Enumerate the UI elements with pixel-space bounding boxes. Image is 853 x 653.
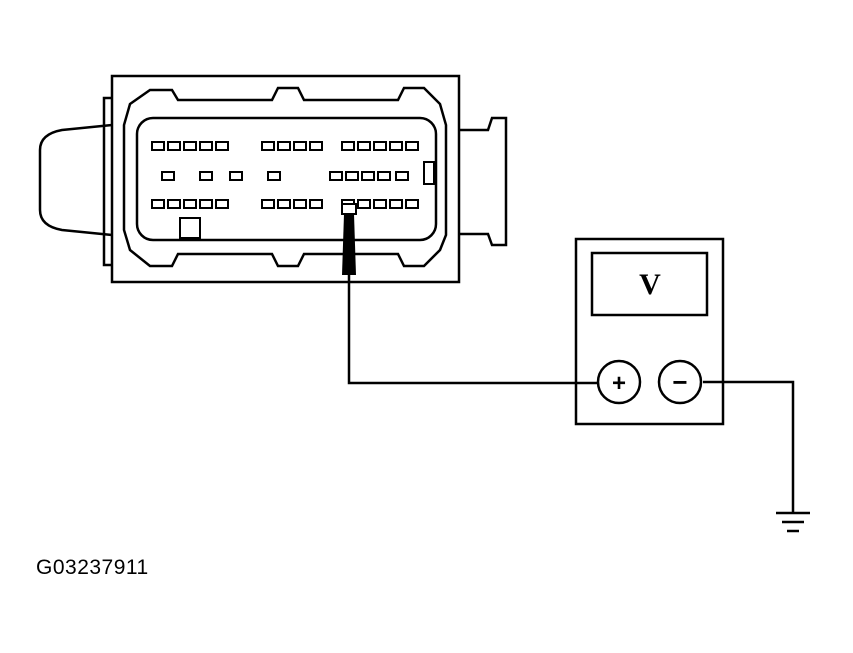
ground-icon bbox=[776, 511, 810, 533]
pin-cavity bbox=[293, 141, 307, 151]
pin-cavity bbox=[357, 199, 371, 209]
connector-left-clip bbox=[38, 123, 113, 237]
pin-cavity bbox=[183, 141, 197, 151]
pin-cavity bbox=[373, 199, 387, 209]
pin-cavity bbox=[405, 141, 419, 151]
pin-cavity bbox=[309, 199, 323, 209]
connector-pins bbox=[151, 141, 419, 209]
pin-cavity bbox=[183, 199, 197, 209]
pin-cavity bbox=[199, 141, 213, 151]
pin-cavity bbox=[261, 199, 275, 209]
negative-terminal bbox=[657, 359, 703, 405]
voltmeter-display bbox=[590, 251, 709, 317]
pin-cavity bbox=[389, 141, 403, 151]
pin-cavity bbox=[267, 171, 281, 181]
positive-lead bbox=[347, 275, 597, 385]
positive-terminal-label: + bbox=[612, 370, 626, 397]
voltmeter bbox=[574, 237, 725, 426]
negative-lead bbox=[703, 380, 795, 512]
pin-cavity bbox=[395, 171, 409, 181]
pin-cavity bbox=[151, 141, 165, 151]
pin-cavity bbox=[329, 171, 343, 181]
pin-cavity bbox=[161, 171, 175, 181]
pin-cavity bbox=[215, 141, 229, 151]
connector bbox=[38, 74, 508, 284]
pin-cavity bbox=[309, 141, 323, 151]
pin-cavity bbox=[405, 199, 419, 209]
pin-cavity bbox=[389, 199, 403, 209]
pin-cavity bbox=[341, 141, 355, 151]
pin-cavity bbox=[361, 171, 375, 181]
pin-cavity bbox=[215, 199, 229, 209]
pin-cavity bbox=[357, 141, 371, 151]
pin-cavity bbox=[229, 171, 243, 181]
pin-cavity bbox=[167, 199, 181, 209]
back-probe bbox=[341, 203, 357, 275]
positive-terminal bbox=[596, 359, 642, 405]
pin-cavity bbox=[345, 171, 359, 181]
pin-cavity bbox=[277, 199, 291, 209]
pin-cavity bbox=[199, 199, 213, 209]
pin-cavity bbox=[377, 171, 391, 181]
pin-cavity bbox=[199, 171, 213, 181]
pin-cavity bbox=[373, 141, 387, 151]
wires bbox=[347, 275, 795, 512]
voltmeter-body bbox=[574, 237, 725, 426]
connector-face bbox=[122, 86, 448, 268]
negative-terminal-label: − bbox=[672, 367, 687, 397]
connector-right-tab bbox=[459, 116, 508, 247]
connector-housing bbox=[110, 74, 461, 284]
pin-cavity bbox=[167, 141, 181, 151]
voltmeter-display-label: V bbox=[639, 268, 661, 301]
connector-key bbox=[179, 217, 201, 239]
pin-cavity bbox=[151, 199, 165, 209]
pin-cavity bbox=[293, 199, 307, 209]
pin-cavity bbox=[277, 141, 291, 151]
figure-id: G03237911 bbox=[36, 556, 149, 579]
pin-cavity bbox=[261, 141, 275, 151]
